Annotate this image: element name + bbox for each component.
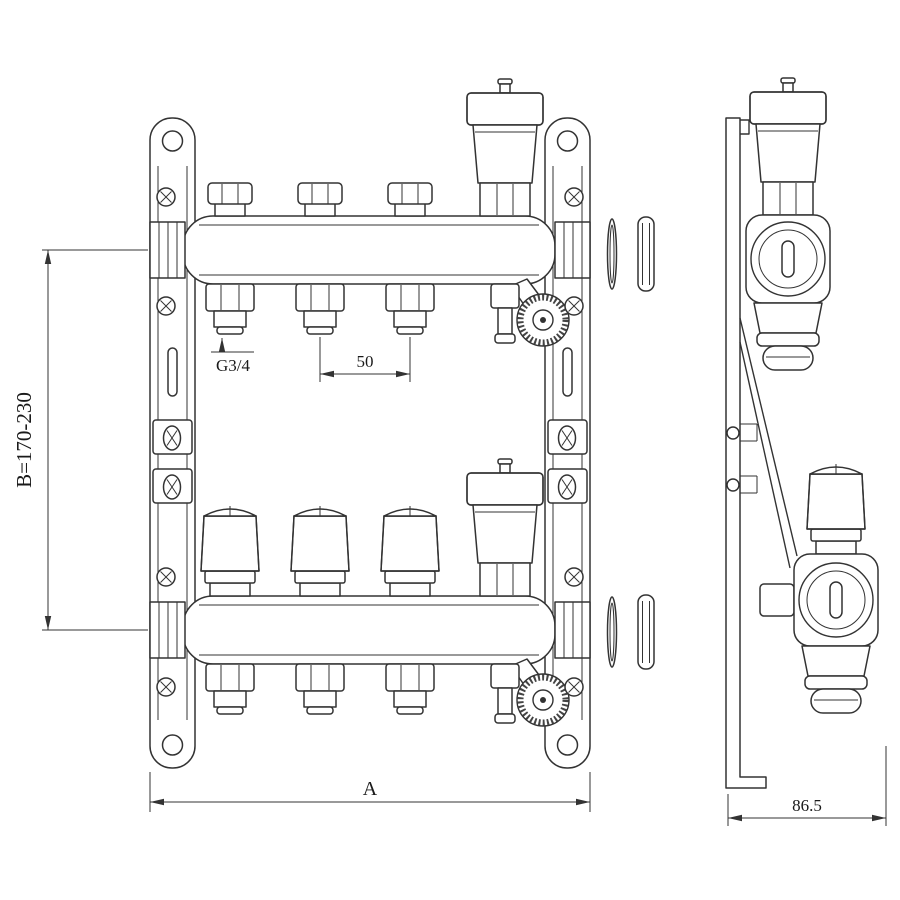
dimension-depth: 86.5 [727,746,887,826]
side-bracket-plate [725,117,798,789]
bracket-clamps [152,187,588,697]
side-upper-assembly [745,77,831,371]
air-vent-bottom [466,458,544,597]
flow-valve-caps [200,505,440,597]
side-view: 86.5 [725,77,887,826]
depth-label: 86.5 [792,796,822,815]
overall-width-label: A [363,778,378,800]
seal-rings-top [606,216,655,292]
hex-plugs [207,182,433,217]
left-mounting-bracket [149,117,196,769]
seal-rings-bottom [606,594,655,670]
port-spacing-label: 50 [357,352,374,371]
air-vent-top [466,78,544,217]
dimension-overall-width: A [149,772,591,812]
side-lower-assembly [759,463,879,714]
height-range-label: B=170-230 [12,392,36,488]
outlet-ports-top [205,283,435,335]
thread-size-label: G3/4 [216,356,251,375]
dimension-height-range: B=170-230 [12,249,148,631]
front-view: G3/4 50 [149,78,591,769]
outlet-ports-bottom [205,663,435,715]
return-manifold-bar [149,595,591,665]
label-thread: G3/4 [211,338,254,375]
right-mounting-bracket [544,117,591,769]
supply-manifold-bar [149,215,591,285]
dimension-port-spacing: 50 [319,337,411,382]
